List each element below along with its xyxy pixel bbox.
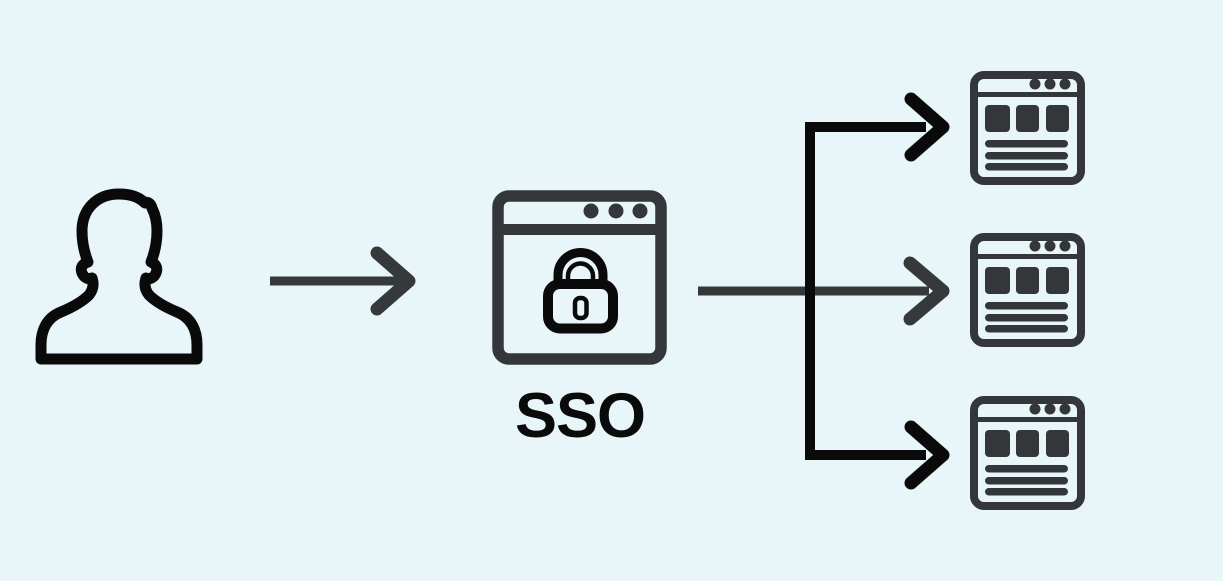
app-window-icon-3 [974, 400, 1081, 506]
arrowhead-right-icon [904, 92, 950, 162]
arrowhead-right-icon [904, 420, 950, 490]
arrowhead-right-icon [903, 256, 950, 326]
browser-dots-icon [583, 203, 648, 219]
arrow-user-to-sso [270, 246, 416, 316]
sso-browser-window-icon [492, 190, 667, 365]
branch-connector [805, 92, 950, 490]
app-window-icon-2 [974, 237, 1081, 343]
arrowhead-right-icon [370, 246, 416, 316]
lock-icon [543, 248, 618, 334]
sso-label: SSO [515, 381, 645, 451]
keyhole-icon [572, 295, 589, 321]
arrow-sso-to-app-2 [698, 256, 950, 326]
app-window-icon-1 [974, 75, 1081, 181]
user-silhouette-icon [35, 188, 203, 365]
